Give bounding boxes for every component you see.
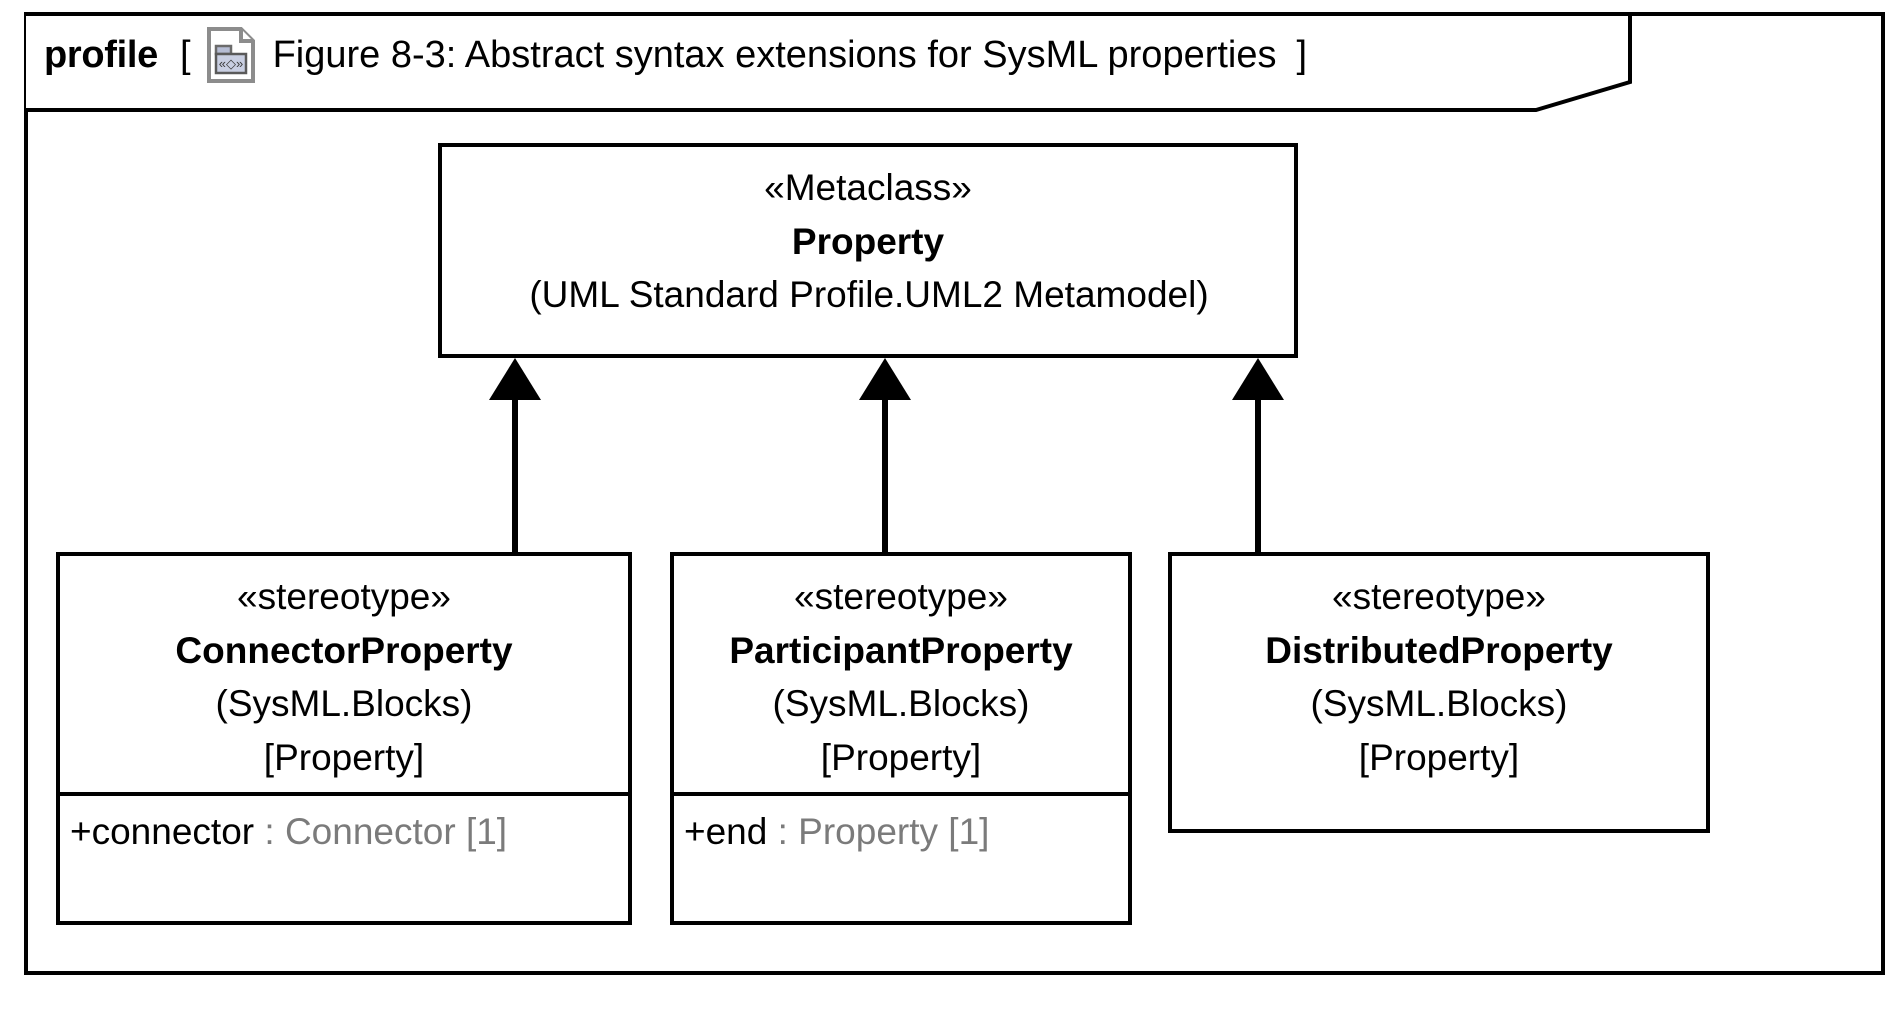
attribute-name: +end xyxy=(684,811,768,852)
class-package: (SysML.Blocks) xyxy=(772,683,1030,725)
frame-keyword: profile xyxy=(44,33,159,76)
attribute-type: : Connector [1] xyxy=(254,811,508,852)
attribute-row: +connector : Connector [1] xyxy=(60,810,628,854)
stereotype-label: «stereotype» xyxy=(237,576,451,617)
class-package: (SysML.Blocks) xyxy=(1310,683,1568,725)
class-package: (SysML.Blocks) xyxy=(215,683,473,725)
stereotype-label: «stereotype» xyxy=(794,576,1008,617)
class-base-metaclass: [Property] xyxy=(820,736,982,778)
class-box-connectorproperty[interactable]: «stereotype» ConnectorProperty (SysML.Bl… xyxy=(56,552,632,925)
stereotype-label: «Metaclass» xyxy=(764,167,972,208)
stereotype-label: «stereotype» xyxy=(1332,576,1546,617)
class-package: (UML Standard Profile.UML2 Metamodel) xyxy=(529,274,1209,316)
attributes-compartment: +end : Property [1] xyxy=(674,792,1128,854)
svg-text:«◇»: «◇» xyxy=(218,56,242,71)
attribute-name: +connector xyxy=(70,811,255,852)
frame-bracket-open: [ xyxy=(180,33,191,76)
frame-header-content: profile [ «◇» Figure 8-3: Abstract synta… xyxy=(44,12,1307,98)
class-base-metaclass: [Property] xyxy=(263,736,425,778)
class-box-participantproperty[interactable]: «stereotype» ParticipantProperty (SysML.… xyxy=(670,552,1132,925)
class-header-connectorproperty: «stereotype» ConnectorProperty (SysML.Bl… xyxy=(60,556,628,792)
frame-bracket-close: ] xyxy=(1296,33,1308,76)
attributes-compartment: +connector : Connector [1] xyxy=(60,792,628,854)
class-name: ConnectorProperty xyxy=(175,629,513,671)
class-name: Property xyxy=(791,220,945,262)
profile-diagram-icon: «◇» xyxy=(206,27,255,83)
attribute-type: : Property [1] xyxy=(767,811,990,852)
class-header-participantproperty: «stereotype» ParticipantProperty (SysML.… xyxy=(674,556,1128,792)
class-name: DistributedProperty xyxy=(1265,629,1613,671)
attribute-row: +end : Property [1] xyxy=(674,810,1128,854)
class-box-property[interactable]: «Metaclass» Property (UML Standard Profi… xyxy=(438,143,1298,358)
class-base-metaclass: [Property] xyxy=(1358,736,1520,778)
class-header-property: «Metaclass» Property (UML Standard Profi… xyxy=(442,147,1294,322)
frame-title: Figure 8-3: Abstract syntax extensions f… xyxy=(272,33,1277,76)
class-name: ParticipantProperty xyxy=(729,629,1073,671)
class-header-distributedproperty: «stereotype» DistributedProperty (SysML.… xyxy=(1172,556,1706,792)
class-box-distributedproperty[interactable]: «stereotype» DistributedProperty (SysML.… xyxy=(1168,552,1710,833)
